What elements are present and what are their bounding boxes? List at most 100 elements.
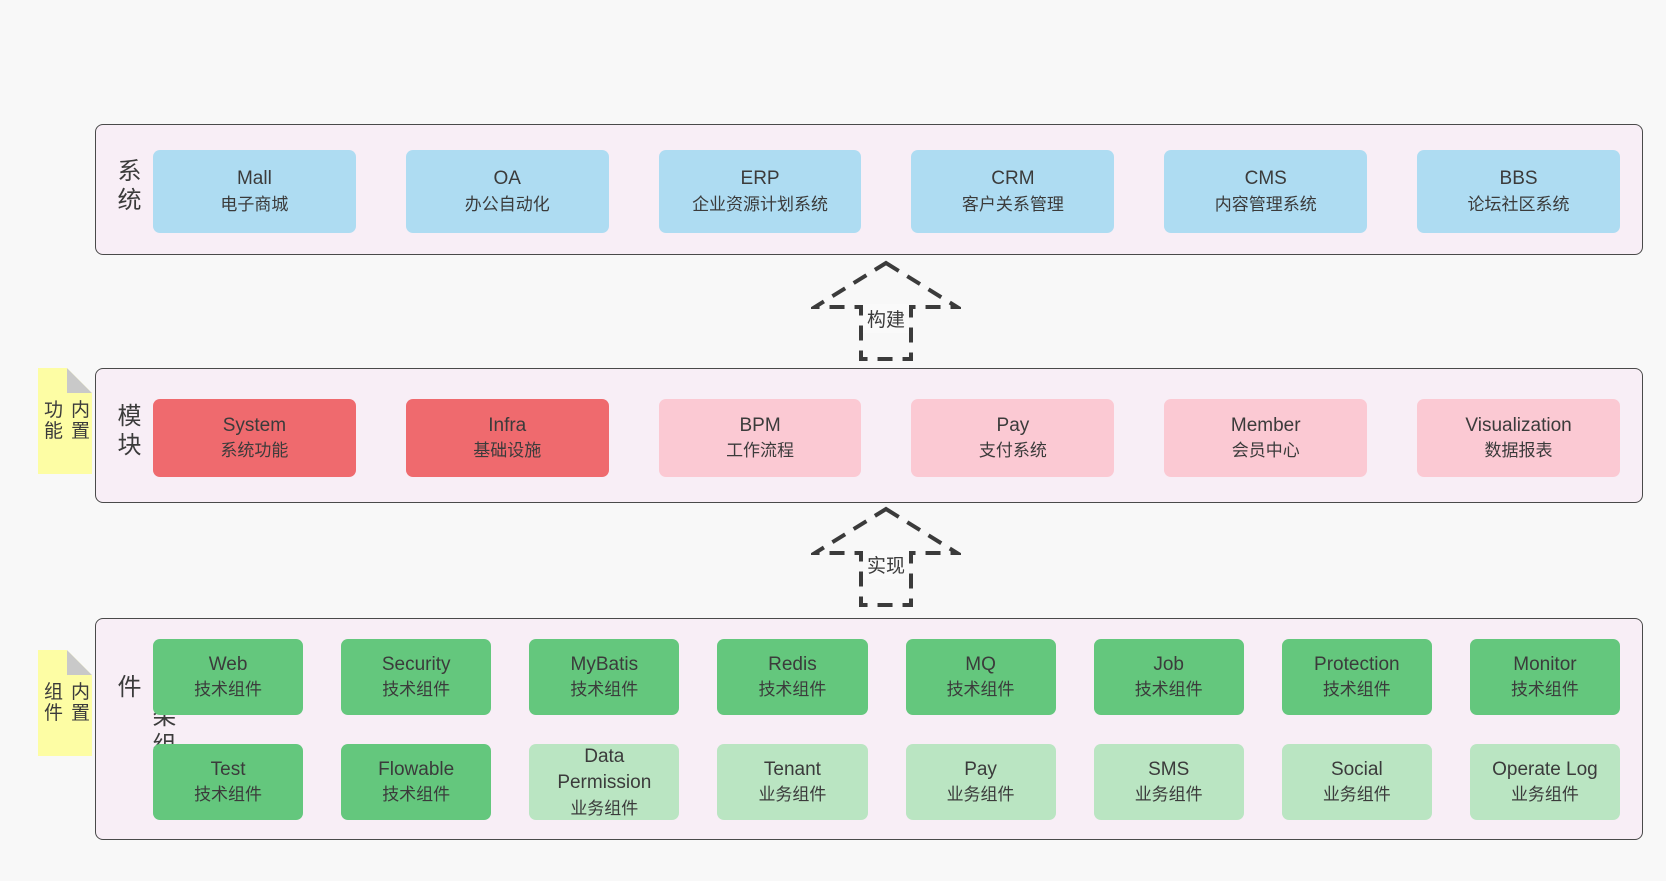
box-subtitle: 办公自动化 (464, 194, 550, 214)
box-title: ERP (740, 168, 780, 190)
box-subtitle: 支付系统 (978, 441, 1047, 461)
arrow-build: 构建 (152, 260, 1620, 362)
box-subtitle: 电子商城 (220, 194, 289, 214)
box-title: System (222, 414, 287, 436)
box-title: Pay (996, 414, 1030, 436)
box-crm: CRM 客户关系管理 (911, 150, 1115, 233)
box-redis: Redis 技术组件 (717, 639, 868, 715)
box-bpm: BPM 工作流程 (658, 399, 862, 477)
box-subtitle: 技术组件 (946, 680, 1015, 700)
box-title: BBS (1499, 168, 1538, 190)
box-subtitle: 业务组件 (1134, 785, 1203, 805)
dashed-up-arrow-icon (811, 260, 961, 361)
box-title: Monitor (1513, 653, 1577, 675)
box-infra: Infra 基础设施 (405, 399, 609, 477)
box-subtitle: 业务组件 (1322, 785, 1391, 805)
box-security: Security 技术组件 (341, 639, 492, 715)
sticky-text: 内置功能 (41, 399, 89, 442)
box-subtitle: 技术组件 (382, 785, 451, 805)
sticky-text: 内置组件 (41, 681, 89, 724)
box-mq: MQ 技术组件 (905, 639, 1056, 715)
arrow-implement: 实现 (152, 506, 1620, 608)
box-title: MQ (965, 653, 996, 675)
box-title: Operate Log (1492, 758, 1598, 780)
box-subtitle: 技术组件 (570, 680, 639, 700)
box-protection: Protection 技术组件 (1281, 639, 1432, 715)
box-title: Test (210, 758, 246, 780)
box-title: Visualization (1465, 414, 1572, 436)
box-sms: SMS 业务组件 (1093, 744, 1244, 820)
box-title: CRM (991, 168, 1035, 190)
box-subtitle: 工作流程 (726, 441, 795, 461)
box-job: Job 技术组件 (1093, 639, 1244, 715)
box-subtitle: 客户关系管理 (961, 194, 1064, 214)
box-title: Tenant (763, 758, 821, 780)
box-subtitle: 系统功能 (220, 441, 289, 461)
box-subtitle: 业务组件 (570, 798, 639, 818)
box-visualization: Visualization 数据报表 (1417, 399, 1620, 477)
box-subtitle: 业务组件 (758, 785, 827, 805)
box-title: Job (1153, 653, 1184, 675)
box-flowable: Flowable 技术组件 (341, 744, 492, 820)
sticky-note-builtin-components: 内置组件 (38, 650, 92, 756)
box-operate-log: Operate Log 业务组件 (1469, 744, 1620, 820)
box-subtitle: 技术组件 (1134, 680, 1203, 700)
box-subtitle: 技术组件 (1322, 680, 1391, 700)
box-data-permission: Data Permission 业务组件 (529, 744, 680, 820)
box-title: Mall (236, 168, 272, 190)
box-title: Security (381, 653, 451, 675)
box-oa: OA 办公自动化 (405, 150, 609, 233)
modules-box-row: System 系统功能 Infra 基础设施 BPM 工作流程 Pay 支付系统 Mem… (153, 399, 1620, 477)
box-title: Pay (964, 758, 997, 780)
box-subtitle: 技术组件 (1510, 680, 1579, 700)
arrow-label: 实现 (862, 550, 910, 579)
box-pay: Pay 支付系统 (911, 399, 1115, 477)
box-subtitle: 技术组件 (194, 785, 263, 805)
box-subtitle: 业务组件 (1510, 785, 1579, 805)
box-title: MyBatis (570, 653, 639, 675)
box-title: Flowable (378, 758, 455, 780)
box-subtitle: 技术组件 (382, 680, 451, 700)
box-tenant: Tenant 业务组件 (717, 744, 868, 820)
box-subtitle: 基础设施 (473, 441, 542, 461)
box-cms: CMS 内容管理系统 (1164, 150, 1368, 233)
box-title: SMS (1148, 758, 1190, 780)
box-title: BPM (739, 414, 781, 436)
box-bbs: BBS 论坛社区系统 (1417, 150, 1620, 233)
box-system: System 系统功能 (153, 399, 356, 477)
box-title: Infra (488, 414, 527, 436)
box-subtitle: 数据报表 (1484, 441, 1553, 461)
box-title: Data Permission (557, 745, 652, 794)
box-monitor: Monitor 技术组件 (1469, 639, 1620, 715)
box-web: Web 技术组件 (153, 639, 304, 715)
sticky-note-builtin-features: 内置功能 (38, 368, 92, 474)
box-title: Web (208, 653, 248, 675)
box-pay-biz: Pay 业务组件 (905, 744, 1056, 820)
box-title: Social (1330, 758, 1383, 780)
box-title: Redis (768, 653, 817, 675)
box-subtitle: 论坛社区系统 (1467, 194, 1570, 214)
box-mybatis: MyBatis 技术组件 (529, 639, 680, 715)
box-subtitle: 技术组件 (758, 680, 827, 700)
box-title: OA (493, 168, 521, 190)
box-subtitle: 技术组件 (194, 680, 263, 700)
box-title: Protection (1314, 653, 1400, 675)
folded-corner-icon (67, 368, 92, 393)
arrow-label: 构建 (862, 304, 910, 333)
box-title: Member (1230, 414, 1301, 436)
box-title: CMS (1244, 168, 1287, 190)
components-box-row-1: Web 技术组件 Security 技术组件 MyBatis 技术组件 Redis 技术… (153, 639, 1620, 715)
box-subtitle: 内容管理系统 (1214, 194, 1317, 214)
box-test: Test 技术组件 (153, 744, 304, 820)
folded-corner-icon (67, 650, 92, 675)
dashed-up-arrow-icon (811, 506, 961, 607)
box-subtitle: 业务组件 (946, 785, 1015, 805)
components-box-row-2: Test 技术组件 Flowable 技术组件 Data Permission 业务组… (153, 744, 1620, 820)
